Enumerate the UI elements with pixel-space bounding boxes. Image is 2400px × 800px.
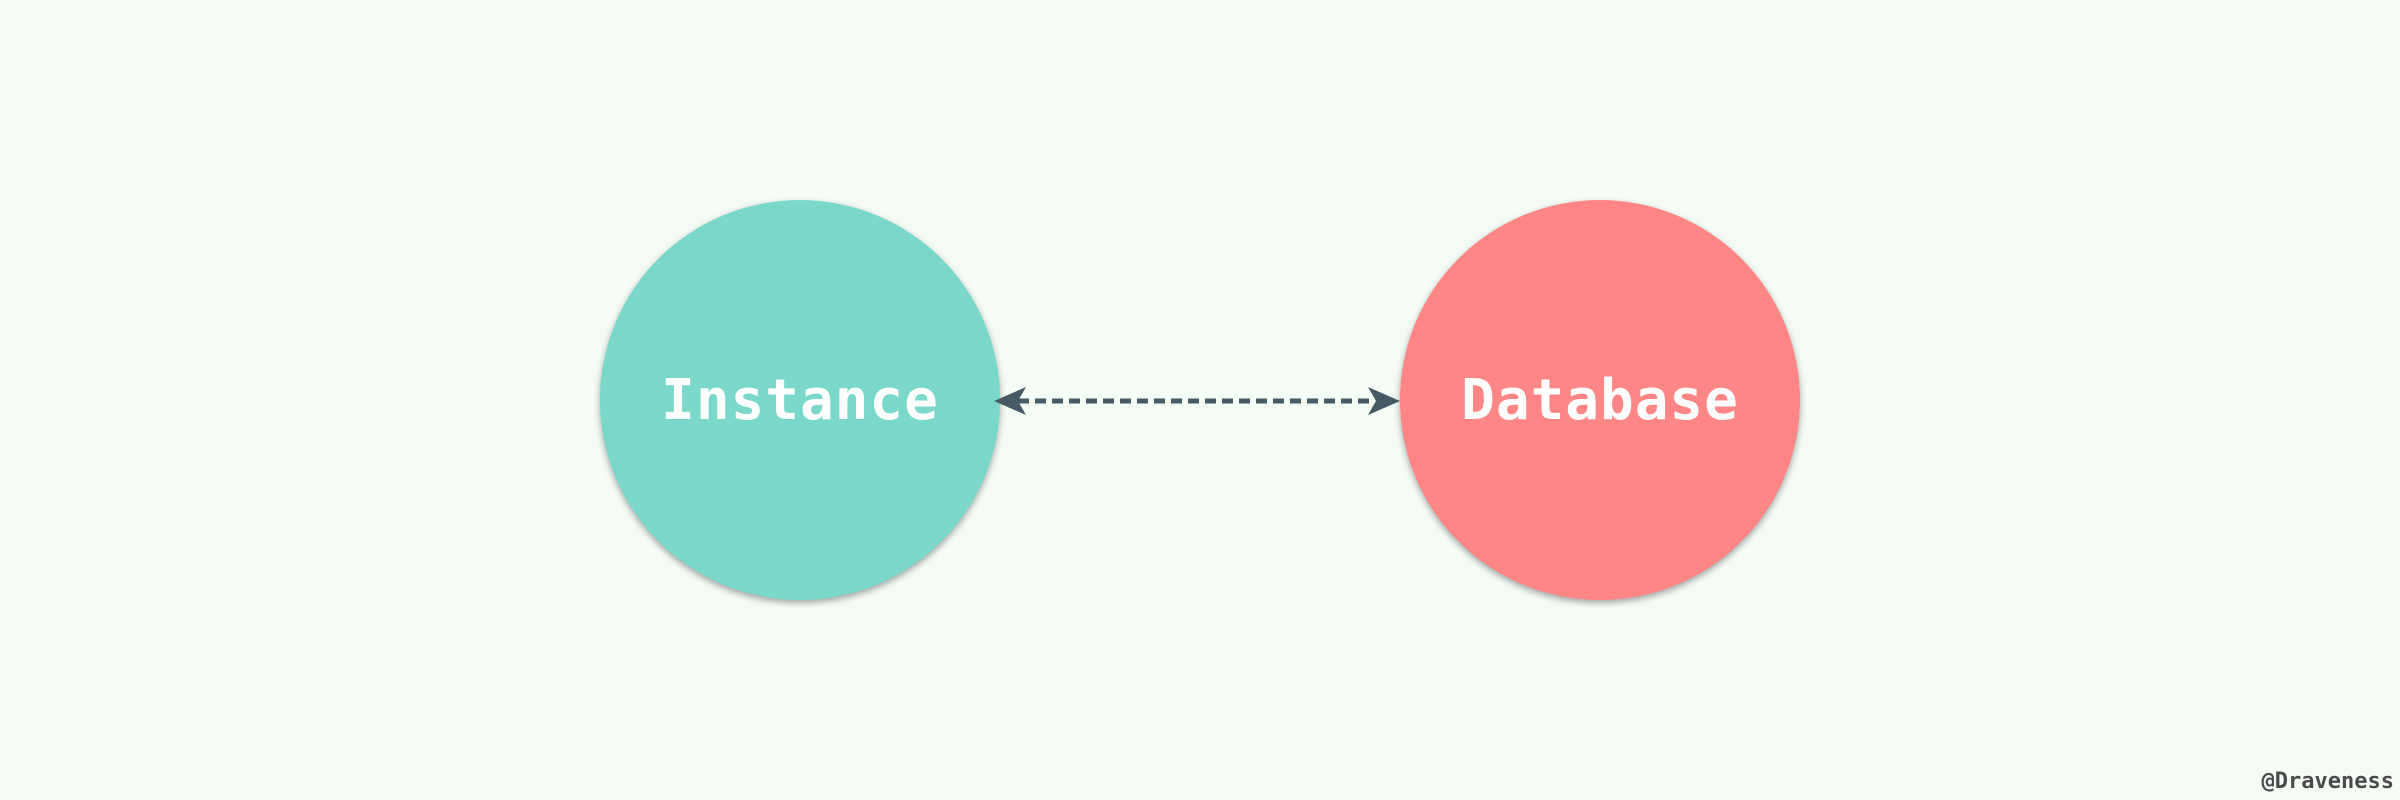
instance-label: Instance xyxy=(661,367,939,433)
author-watermark: @Draveness xyxy=(2261,769,2394,794)
instance-node: Instance xyxy=(600,200,1000,600)
database-node: Database xyxy=(1400,200,1800,600)
arrowhead-right xyxy=(1368,387,1400,415)
arrowhead-left xyxy=(994,387,1026,415)
database-label: Database xyxy=(1461,367,1739,433)
